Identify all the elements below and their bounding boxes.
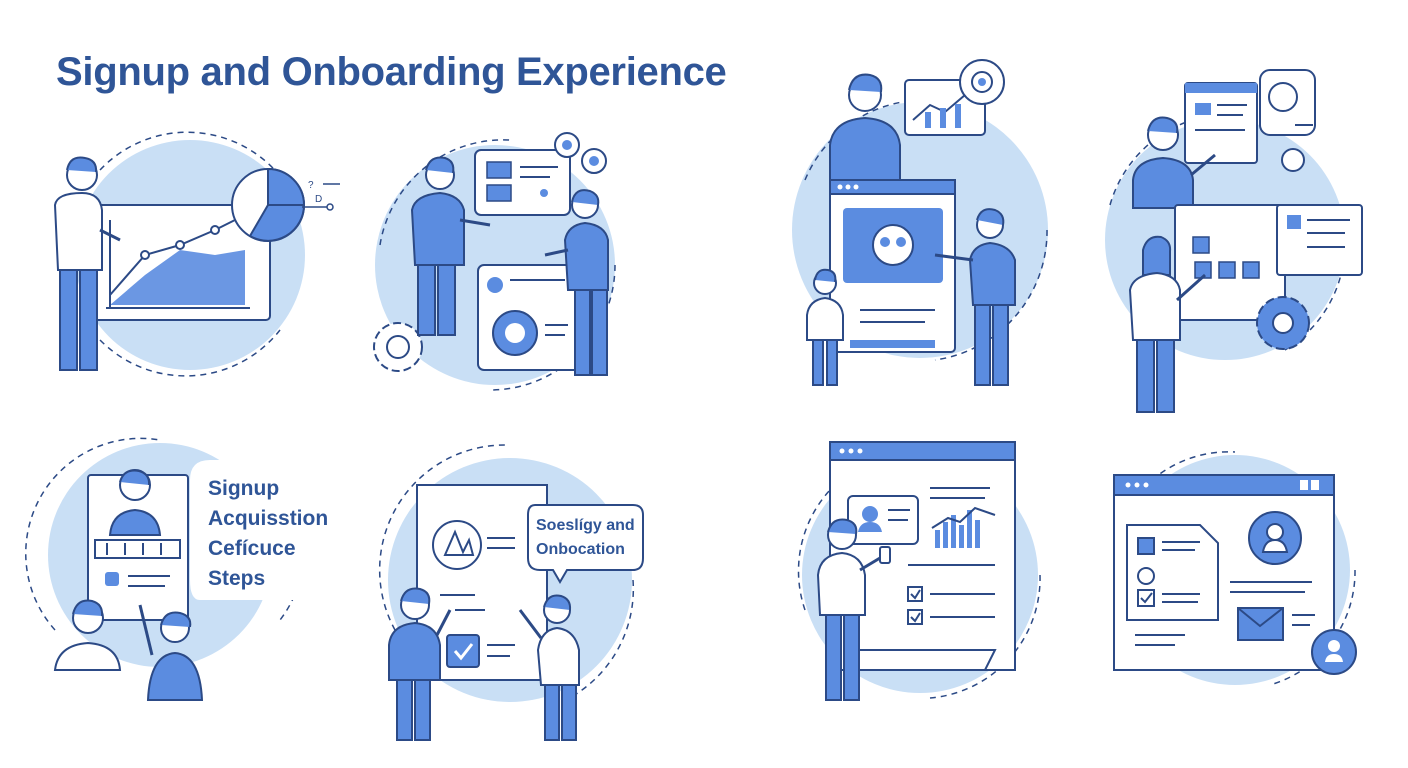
- person-right: [934, 208, 1016, 386]
- user-badge-icon: [1311, 629, 1357, 675]
- person-bottom-right: [138, 604, 204, 701]
- speech-bubble-text: Soeslígy and Onbocation: [536, 514, 635, 562]
- document-card-top: [1184, 82, 1258, 164]
- browser-window: [1113, 474, 1335, 671]
- document-side: [1276, 204, 1363, 276]
- gear-icon: [1256, 296, 1310, 350]
- gear-icon: [373, 322, 423, 372]
- profile-steps-illustration: [25, 437, 330, 701]
- presenter-person: [53, 156, 121, 371]
- person-bottom-left: [53, 599, 122, 671]
- collaboration-illustration: [373, 132, 616, 391]
- dashed-ring: [99, 131, 291, 191]
- speech-bubble: [527, 504, 644, 584]
- person-right: [518, 594, 580, 741]
- person-top: [1132, 116, 1216, 209]
- analytics-presentation-illustration: ? D: [53, 131, 340, 377]
- person-left: [410, 156, 491, 336]
- text-mark-2: D: [315, 194, 322, 205]
- caption-line: Acquisstion: [208, 507, 329, 530]
- signup-steps-caption: Signup Acquisstion Cefícuce Steps: [208, 474, 328, 594]
- app-onboarding-illustration: [792, 59, 1048, 386]
- bubble-line: Soeslígy and: [536, 517, 635, 534]
- caption-line: Steps: [208, 567, 266, 590]
- text-mark-1: ?: [308, 180, 314, 191]
- page-title: Signup and Onboarding Experience: [56, 50, 727, 94]
- bulb-icon: [1281, 148, 1305, 172]
- app-window: [829, 179, 956, 353]
- person-small: [806, 268, 844, 386]
- browser-analytics-illustration: [797, 441, 1041, 701]
- pie-chart-icon: [231, 167, 306, 242]
- bubble-line: Onbocation: [536, 541, 625, 558]
- profile-browser-illustration: [1113, 451, 1357, 686]
- profile-card: [87, 469, 189, 621]
- person-phone: [816, 518, 891, 701]
- person-left: [388, 587, 452, 741]
- person-top: [829, 73, 901, 186]
- caption-line: Cefícuce: [208, 537, 296, 560]
- message-card: [474, 149, 571, 216]
- dashboard-card: [477, 264, 581, 371]
- caption-line: Signup: [208, 477, 280, 500]
- document-discussion-illustration: [378, 444, 644, 741]
- person-right: [544, 189, 609, 376]
- person-bottom: [1128, 235, 1206, 413]
- browser-window: [829, 441, 1016, 671]
- webcam-icon: [1259, 69, 1316, 136]
- documents-illustration: [1105, 69, 1363, 413]
